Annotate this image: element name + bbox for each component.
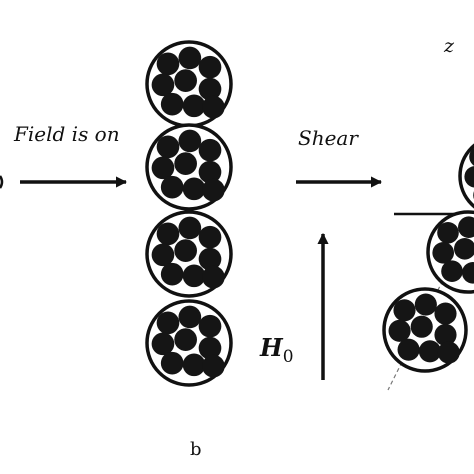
particle	[174, 328, 197, 351]
particle	[410, 315, 433, 338]
particle	[178, 46, 202, 70]
particle	[434, 323, 457, 346]
particle	[182, 353, 206, 377]
sheared-cluster-bottom	[382, 287, 468, 373]
particle	[198, 336, 222, 360]
particle	[156, 222, 180, 246]
particle	[202, 178, 225, 202]
particle	[151, 243, 175, 267]
particle	[454, 238, 474, 260]
particle	[174, 69, 197, 92]
panel-label-b: b	[190, 439, 202, 460]
particle-cluster-1	[145, 40, 233, 128]
particle	[198, 160, 222, 184]
sheared-chain-group	[382, 143, 474, 391]
particle	[198, 314, 222, 338]
particle	[202, 95, 225, 119]
h-subscript: 0	[283, 347, 294, 367]
clipped-symbol-left	[0, 175, 4, 189]
particle	[156, 311, 180, 335]
field-on-label: Field is on	[13, 122, 120, 146]
particle	[160, 92, 184, 116]
particle	[182, 94, 206, 118]
particle-chain	[145, 40, 233, 387]
h-symbol: H	[259, 333, 284, 362]
particle	[202, 354, 225, 378]
particle	[174, 152, 197, 175]
particle	[464, 166, 474, 188]
particle	[151, 332, 175, 356]
particle	[198, 138, 222, 162]
particle	[151, 156, 175, 180]
particle	[198, 225, 222, 249]
particle	[414, 293, 437, 316]
particle	[397, 338, 420, 361]
shear-arrow-group: Shear	[296, 126, 383, 188]
particle	[462, 262, 474, 284]
sheared-cluster-top	[458, 143, 474, 209]
sheared-chain	[382, 143, 474, 373]
particle	[437, 222, 459, 244]
particle	[437, 341, 460, 364]
particle	[388, 319, 411, 342]
particle	[198, 247, 222, 271]
particle	[458, 216, 474, 238]
particle	[156, 52, 180, 76]
particle	[160, 262, 184, 286]
particle	[202, 265, 225, 289]
particle	[441, 260, 463, 283]
particle	[182, 264, 206, 288]
particle	[160, 351, 184, 375]
particle	[198, 77, 222, 101]
field-h0-arrow-group: H0	[259, 232, 329, 380]
particle	[151, 73, 175, 97]
h0-label: H0	[259, 333, 294, 367]
particle	[418, 340, 441, 363]
particle	[178, 305, 202, 329]
particle-cluster-2	[145, 123, 233, 211]
particle-cluster-3	[145, 210, 233, 298]
particle	[178, 129, 202, 153]
axis-z-label: z	[443, 35, 455, 57]
particle	[178, 216, 202, 240]
particle	[393, 299, 416, 322]
particle	[182, 177, 206, 201]
particle	[434, 302, 457, 325]
sheared-cluster-middle	[426, 210, 474, 294]
particle	[174, 239, 197, 262]
particle	[469, 147, 474, 166]
field-on-arrow-group: Field is on	[0, 122, 128, 189]
particle-cluster-4	[145, 299, 233, 387]
particle	[432, 242, 455, 264]
particle	[156, 135, 180, 159]
particle	[198, 55, 222, 79]
particle	[160, 175, 184, 199]
shear-label: Shear	[298, 126, 359, 150]
